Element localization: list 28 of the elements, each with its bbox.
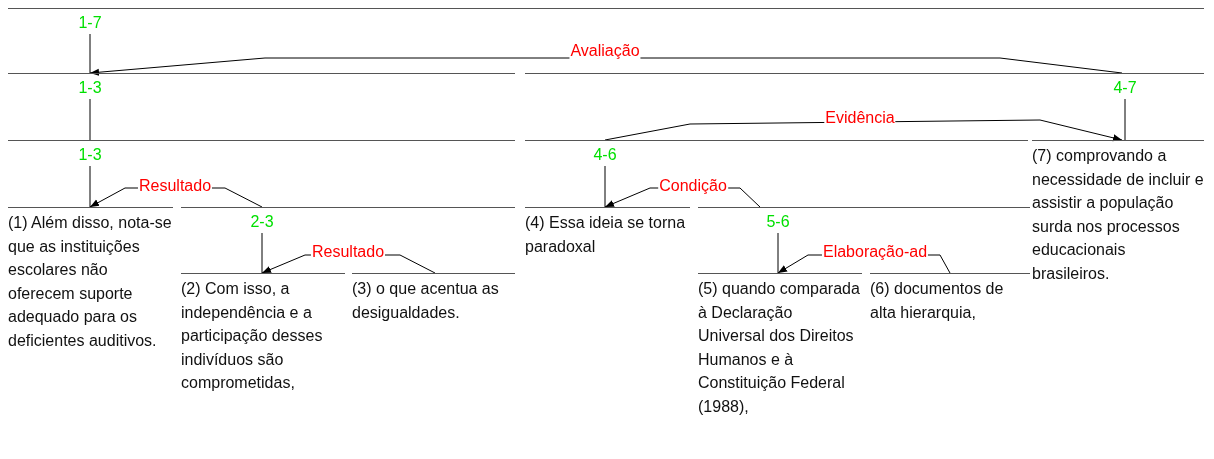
span-connector bbox=[89, 98, 91, 141]
span-label: 1-7 bbox=[77, 14, 103, 32]
segment-text: (2) Com isso, a independência e a participação desses indivíduos são comprometidas, bbox=[181, 279, 324, 393]
segment-text: (1) Além disso, nota-se que as instituições escolares não oferecem suporte adequado para os deficientes auditivos. bbox=[8, 213, 173, 351]
segment-text: (5) quando comparada à Declaração Universal dos Direitos Humanos e à Constituição Federal (1988), bbox=[698, 279, 861, 417]
segment-text: (3) o que acentua as desigualdades. bbox=[352, 279, 500, 323]
segment-text: (6) documentos de alta hierarquia, bbox=[870, 279, 1005, 323]
text-segment bbox=[525, 207, 690, 258]
text-segment bbox=[352, 273, 515, 324]
span-label: 2-3 bbox=[249, 213, 275, 231]
relation-label: Avaliação bbox=[569, 42, 641, 60]
span-connector bbox=[777, 232, 779, 274]
relation-label: Elaboração-ad bbox=[821, 243, 929, 261]
span-label: 4-7 bbox=[1112, 79, 1138, 97]
relation-arrow bbox=[89, 57, 1123, 76]
span-connector bbox=[1124, 98, 1126, 141]
span-label: 1-3 bbox=[77, 79, 103, 97]
span-label: 1-3 bbox=[77, 146, 103, 164]
span-connector bbox=[89, 33, 91, 74]
segment-text: (7) comprovando a necessidade de incluir e assistir a população surda nos processos educacionais brasileiros. bbox=[1032, 146, 1204, 284]
span-connector bbox=[261, 232, 263, 274]
segment-text: (4) Essa ideia se torna paradoxal bbox=[525, 213, 687, 257]
span-label: 5-6 bbox=[765, 213, 791, 231]
span-connector bbox=[89, 165, 91, 208]
span-connector bbox=[604, 165, 606, 208]
span-label: 4-6 bbox=[592, 146, 618, 164]
relation-label: Condição bbox=[658, 177, 728, 195]
text-segment bbox=[870, 273, 1030, 324]
